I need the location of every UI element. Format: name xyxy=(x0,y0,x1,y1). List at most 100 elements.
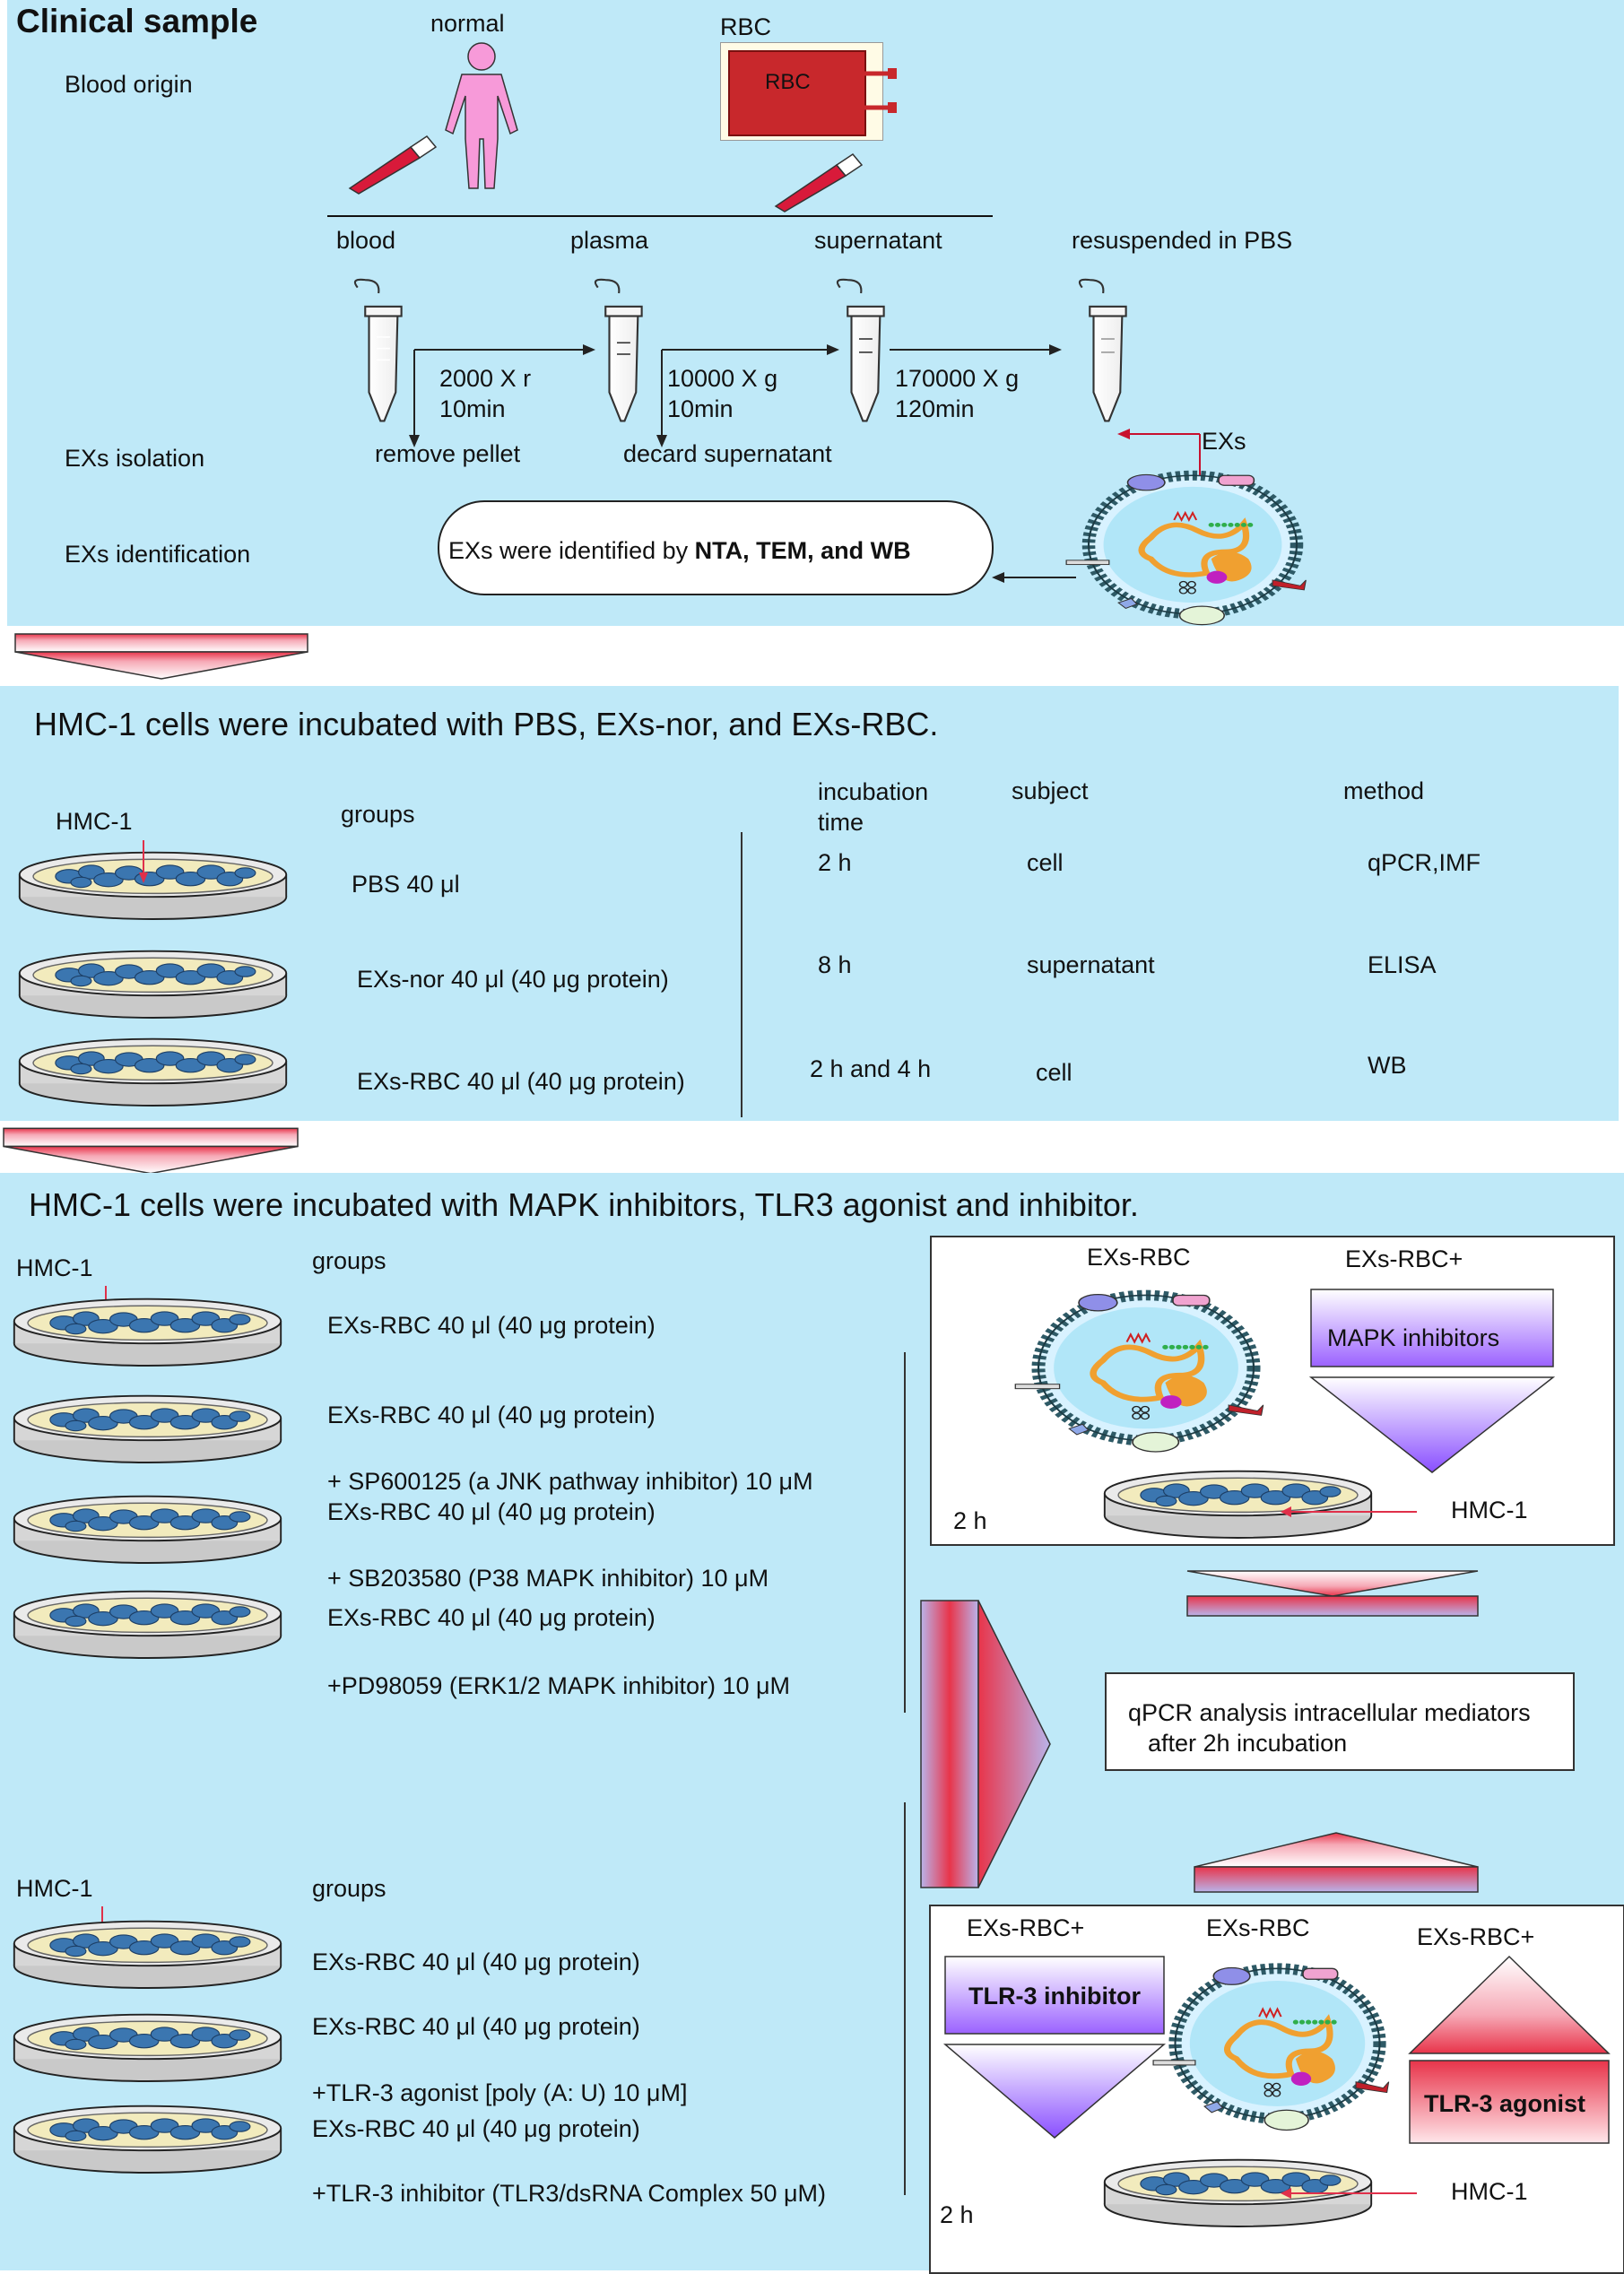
culture-dish-icon xyxy=(11,1912,284,1991)
row-subject: cell xyxy=(1036,1059,1073,1086)
rbc-label: RBC xyxy=(720,13,772,40)
remove-pellet-label: remove pellet xyxy=(375,440,521,467)
culture-dish-icon xyxy=(16,1029,290,1108)
exosome-icon xyxy=(1150,1944,1405,2143)
box2-exs-rbc-plus-b: EXs-RBC+ xyxy=(1417,1923,1535,1950)
normal-label: normal xyxy=(430,10,505,37)
resuspended-label: resuspended in PBS xyxy=(1072,227,1293,254)
row-time: 2 h and 4 h xyxy=(810,1055,932,1082)
exosome-icon xyxy=(1012,1272,1281,1464)
mapk-line: + SB203580 (P38 MAPK inhibitor) 10 μM xyxy=(327,1565,769,1592)
spin2-force: 10000 X g xyxy=(667,365,778,392)
identification-arrow xyxy=(992,572,1076,583)
groups-label-mapk: groups xyxy=(312,1247,386,1274)
culture-dish-icon xyxy=(1101,1462,1375,1541)
row-method: qPCR,IMF xyxy=(1368,849,1481,876)
plasma-label: plasma xyxy=(570,227,649,254)
spin1-time: 10min xyxy=(439,395,506,422)
culture-dish-icon xyxy=(11,2096,284,2175)
culture-dish-icon xyxy=(16,942,290,1020)
hmc1-pointer-box1 xyxy=(1281,1506,1417,1517)
incubation-title: HMC-1 cells were incubated with PBS, EXs… xyxy=(34,706,939,742)
human-figure-icon xyxy=(445,42,518,189)
exs-pointer-arrow xyxy=(1117,429,1201,475)
tlr-line: EXs-RBC 40 μl (40 μg protein) xyxy=(312,2115,640,2142)
row-method: ELISA xyxy=(1368,951,1437,978)
row-subject: cell xyxy=(1027,849,1064,876)
culture-dish-icon xyxy=(16,843,290,922)
col-subject: subject xyxy=(1012,777,1089,804)
blood-tube-icon xyxy=(341,278,413,430)
table-divider xyxy=(741,832,743,1117)
inhibitor-title: HMC-1 cells were incubated with MAPK inh… xyxy=(29,1186,1139,1223)
culture-dish-icon xyxy=(11,1582,284,1661)
blood-origin-label: Blood origin xyxy=(65,71,193,98)
hmc1-pointer xyxy=(139,840,148,883)
right-arrow-to-qpcr xyxy=(920,1600,1051,1888)
rbc-bag-ports xyxy=(861,68,897,113)
row-method: WB xyxy=(1368,1052,1407,1079)
qpcr-text-1: qPCR analysis intracellular mediators xyxy=(1128,1699,1531,1726)
tlr-inhibitor-arrow xyxy=(942,1956,1167,2139)
culture-dish-icon xyxy=(11,1386,284,1465)
qpcr-box xyxy=(1105,1672,1575,1771)
hmc1-pointer-box2 xyxy=(1281,2188,1417,2199)
box2-exs-rbc-plus-a: EXs-RBC+ xyxy=(967,1914,1085,1941)
exs-identification-label: EXs identification xyxy=(65,541,251,568)
spin3-force: 170000 X g xyxy=(895,365,1020,392)
rbc-bag-body xyxy=(728,50,866,136)
mapk-line: +PD98059 (ERK1/2 MAPK inhibitor) 10 μM xyxy=(327,1672,791,1699)
mapk-line: EXs-RBC 40 μl (40 μg protein) xyxy=(327,1498,656,1525)
groups-label-tlr: groups xyxy=(312,1875,386,1902)
mapk-line: + SP600125 (a JNK pathway inhibitor) 10 … xyxy=(327,1468,813,1495)
culture-dish-icon xyxy=(11,1487,284,1566)
blood-pipette-icon xyxy=(348,135,438,195)
row-group: EXs-nor 40 μl (40 μg protein) xyxy=(357,966,669,993)
tlr-agonist-label: TLR-3 agonist xyxy=(1424,2090,1585,2117)
rbc-bag-label: RBC xyxy=(765,70,811,94)
identification-text: EXs were identified by NTA, TEM, and WB xyxy=(448,537,911,564)
box1-hmc1: HMC-1 xyxy=(1451,1497,1528,1523)
spin3-time: 120min xyxy=(895,395,975,422)
exs-isolation-label: EXs isolation xyxy=(65,445,205,472)
supernatant-tube-icon xyxy=(823,278,895,430)
up-arrow-to-qpcr xyxy=(1194,1832,1479,1893)
decard-supernatant-label: decard supernatant xyxy=(623,440,832,467)
rbc-pipette-icon xyxy=(774,153,864,213)
row-group: EXs-RBC 40 μl (40 μg protein) xyxy=(357,1068,685,1095)
flow-arrow-1 xyxy=(14,633,308,680)
hmc1-label-mapk: HMC-1 xyxy=(16,1254,93,1281)
exs-label: EXs xyxy=(1202,428,1246,455)
row-time: 8 h xyxy=(818,951,852,978)
bracket-line-upper xyxy=(904,1352,906,1713)
row-subject: supernatant xyxy=(1027,951,1155,978)
blood-label: blood xyxy=(336,227,396,254)
tlr-line: +TLR-3 agonist [poly (A: U) 10 μM] xyxy=(312,2079,688,2106)
row-group: PBS 40 μl xyxy=(352,871,460,898)
spin1-force: 2000 X r xyxy=(439,365,532,392)
culture-dish-icon xyxy=(11,1289,284,1368)
tlr-line: +TLR-3 inhibitor (TLR3/dsRNA Complex 50 … xyxy=(312,2180,826,2207)
mapk-line: EXs-RBC 40 μl (40 μg protein) xyxy=(327,1604,656,1631)
box1-time: 2 h xyxy=(953,1507,987,1534)
tlr-agonist-arrow xyxy=(1408,1955,1611,2144)
down-arrow-to-qpcr xyxy=(1186,1570,1479,1617)
mapk-line: EXs-RBC 40 μl (40 μg protein) xyxy=(327,1312,656,1339)
pbs-tube-icon xyxy=(1065,278,1137,430)
box1-exs-rbc-plus: EXs-RBC+ xyxy=(1345,1245,1463,1272)
culture-dish-icon xyxy=(11,2005,284,2084)
spin2-time: 10min xyxy=(667,395,734,422)
clinical-sample-title: Clinical sample xyxy=(16,3,258,39)
box2-hmc1: HMC-1 xyxy=(1451,2178,1528,2205)
mapk-inhibitors-label: MAPK inhibitors xyxy=(1327,1324,1500,1351)
groups-label-mid: groups xyxy=(341,801,415,828)
row-time: 2 h xyxy=(818,849,852,876)
supernatant-label: supernatant xyxy=(814,227,942,254)
plasma-tube-icon xyxy=(581,278,653,430)
origin-divider xyxy=(327,215,993,217)
hmc1-label-mid: HMC-1 xyxy=(56,808,133,835)
identification-pill xyxy=(438,500,994,595)
qpcr-text-2: after 2h incubation xyxy=(1148,1730,1348,1757)
centrifuge-arrows xyxy=(409,344,1062,447)
